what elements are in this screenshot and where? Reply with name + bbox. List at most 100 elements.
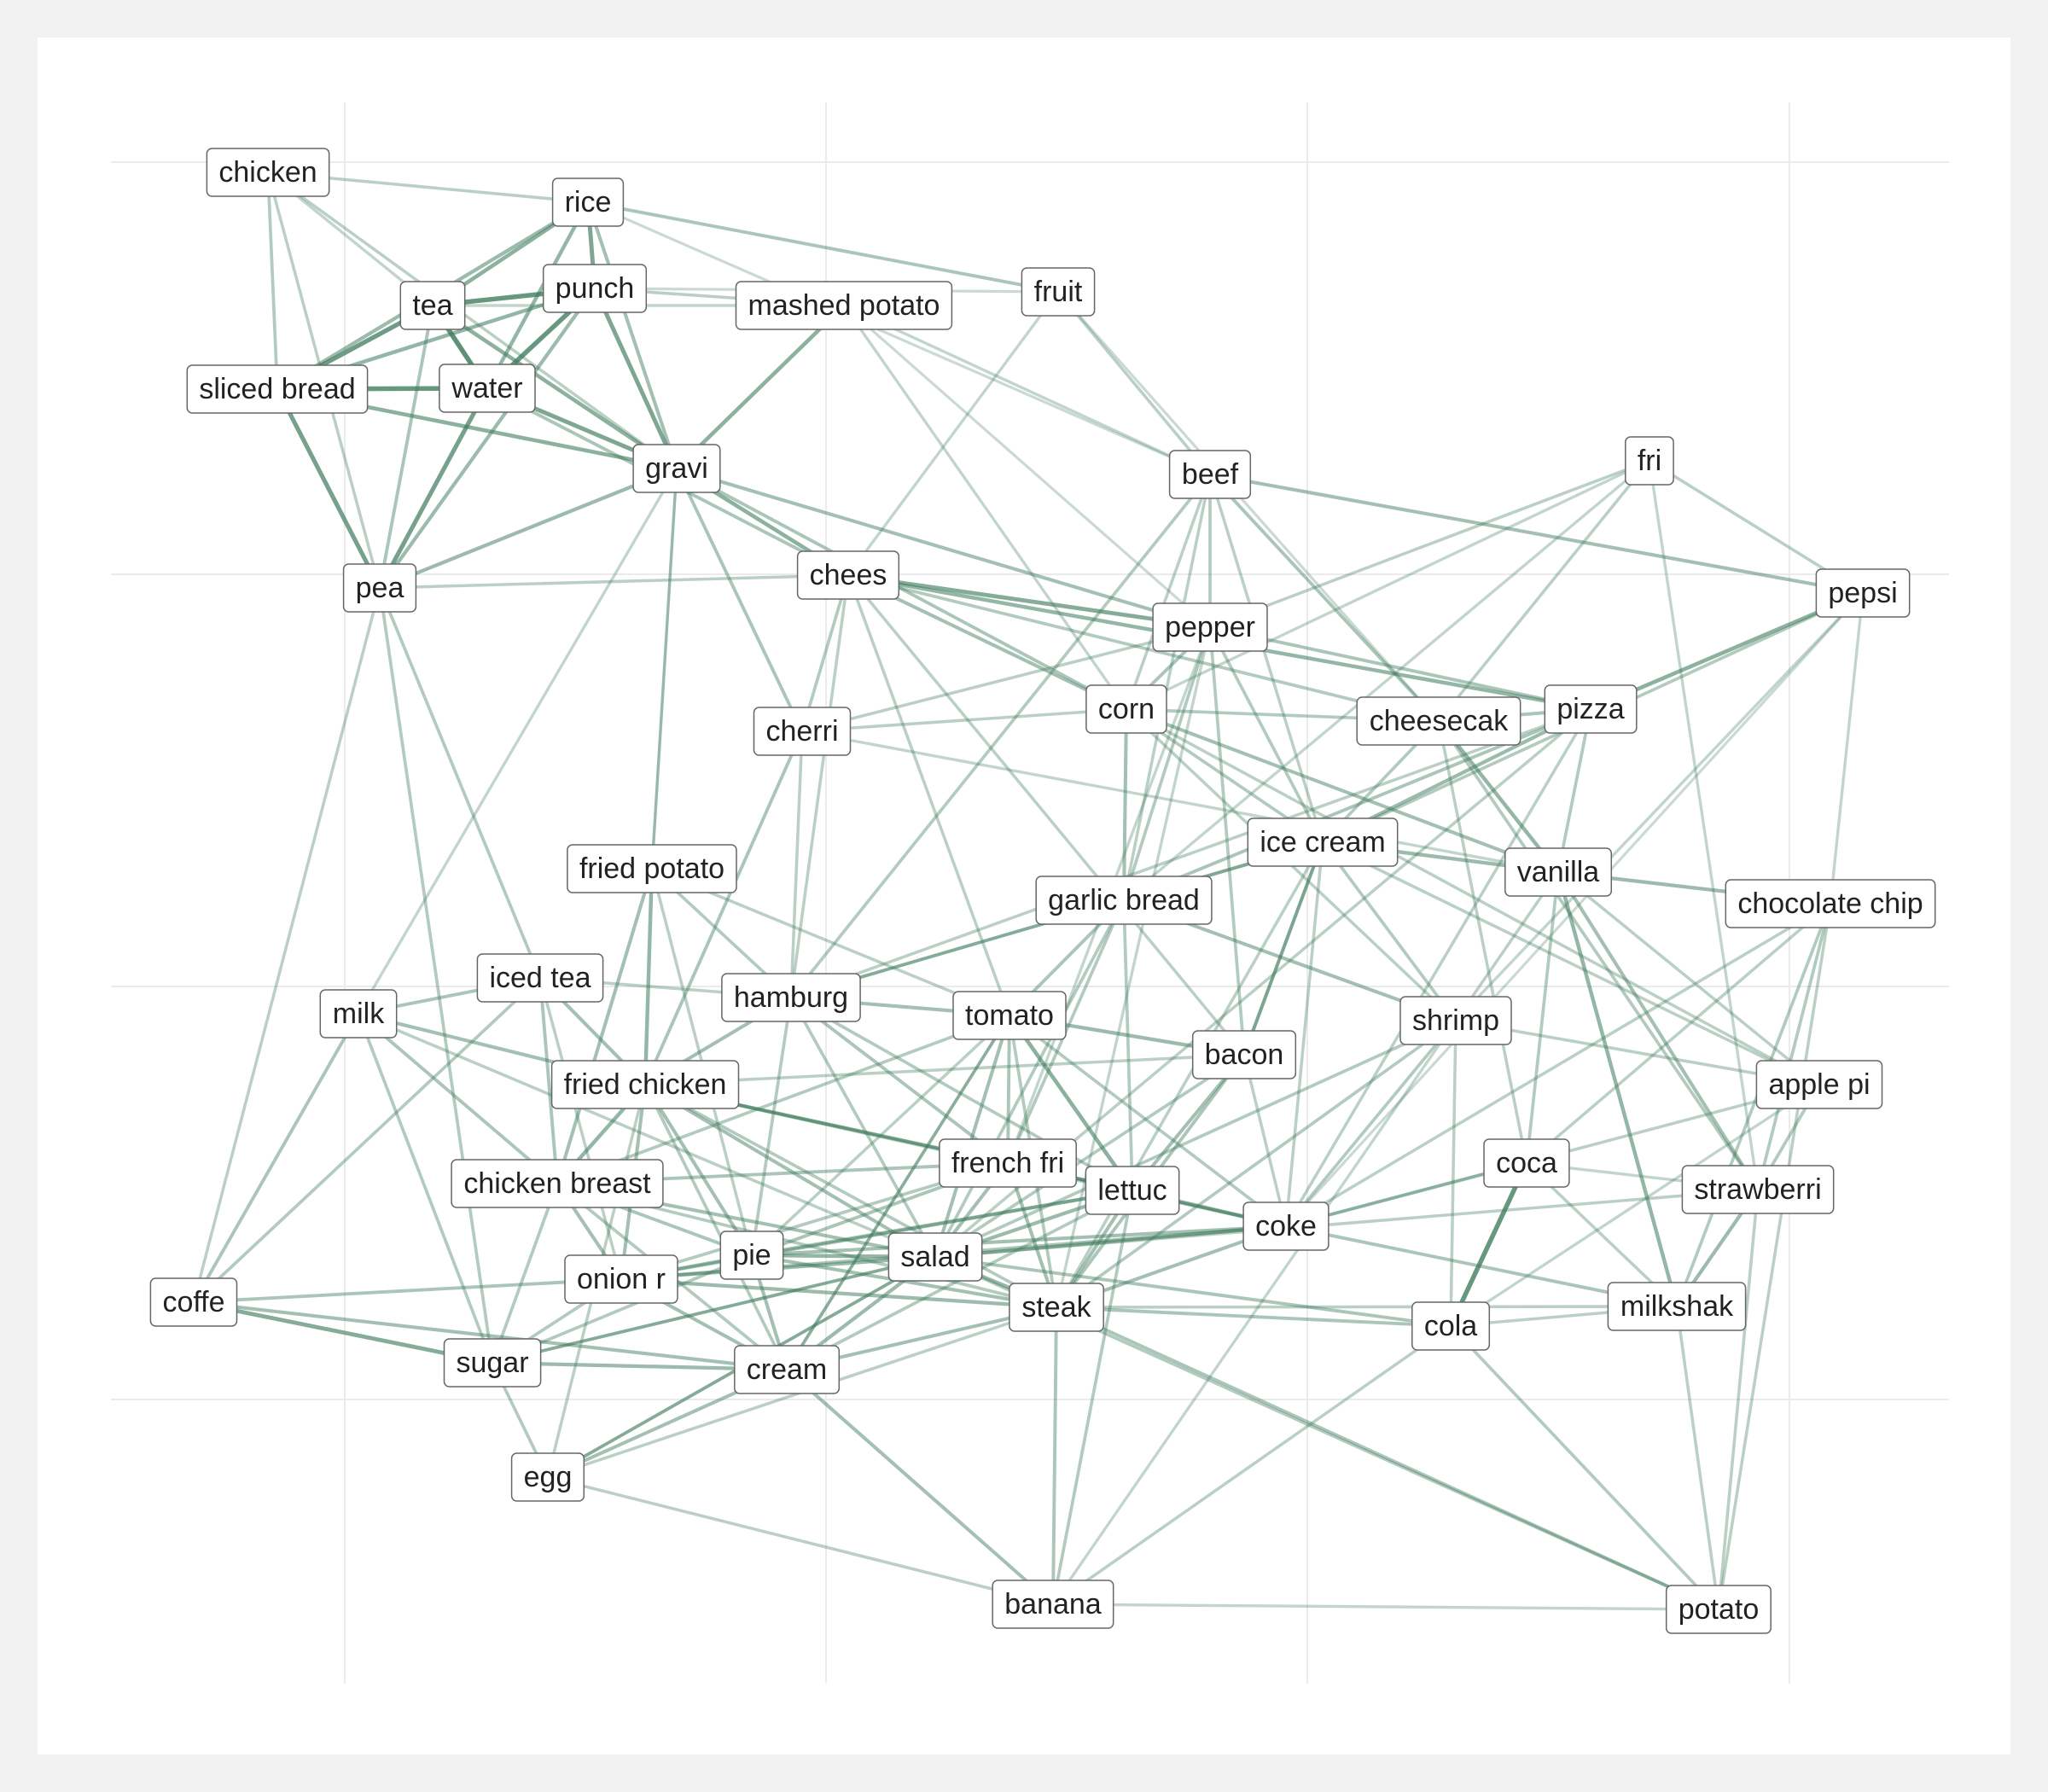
edge	[1449, 1324, 1720, 1611]
node-corn: corn	[1085, 684, 1167, 734]
edge	[789, 573, 850, 999]
edge	[1284, 707, 1592, 1228]
edge	[749, 1188, 1135, 1258]
node-box	[1085, 684, 1167, 734]
edge	[1242, 840, 1325, 1057]
node-fri: fri	[1625, 436, 1674, 486]
node-punch: punch	[542, 264, 648, 313]
node-box	[1411, 1301, 1491, 1351]
edge	[1448, 1161, 1529, 1329]
edge	[378, 573, 850, 590]
node-ice-cream: ice cream	[1247, 817, 1399, 867]
node-label: water	[451, 372, 522, 404]
node-label: gravi	[645, 452, 708, 485]
node-box	[1665, 1585, 1772, 1634]
edge	[1675, 902, 1832, 1308]
node-box	[564, 1254, 678, 1304]
edge	[1125, 473, 1212, 711]
node-tea: tea	[399, 281, 466, 330]
node-label: potato	[1679, 1593, 1760, 1626]
node-label: bacon	[1205, 1039, 1284, 1071]
node-box	[734, 1345, 841, 1394]
edge	[586, 201, 1060, 294]
node-label: ice cream	[1260, 826, 1385, 858]
node-box	[1035, 876, 1213, 925]
node-cola: cola	[1411, 1301, 1491, 1351]
edge	[1051, 1603, 1720, 1611]
grid-lines	[111, 102, 1949, 1684]
edge	[934, 1019, 1457, 1259]
node-box	[1607, 1282, 1747, 1331]
edge	[1208, 473, 1440, 723]
node-label: rice	[565, 186, 612, 218]
edge	[1437, 719, 1528, 1165]
node-label: coffe	[162, 1286, 224, 1318]
edge	[357, 1012, 937, 1259]
edge	[643, 866, 655, 1087]
node-box	[1152, 602, 1268, 652]
edge	[192, 1277, 623, 1304]
node-box	[1725, 879, 1936, 928]
node-coke: coke	[1242, 1201, 1329, 1251]
node-box	[1247, 817, 1399, 867]
edge	[847, 573, 1440, 723]
edge	[847, 573, 1246, 1056]
node-label: milkshak	[1620, 1290, 1734, 1323]
node-box	[1168, 450, 1252, 499]
node-mashed-potato: mashed potato	[735, 281, 953, 330]
edge	[1208, 625, 1324, 844]
edge	[555, 866, 655, 1186]
edge	[1051, 1189, 1134, 1606]
edge	[933, 1224, 1289, 1260]
node-box	[1483, 1138, 1570, 1188]
edge	[847, 573, 1011, 1017]
node-box	[1815, 568, 1911, 618]
edge	[1829, 591, 1865, 905]
node-salad: salad	[887, 1232, 983, 1282]
node-box	[1191, 1030, 1297, 1079]
edge	[1207, 472, 1865, 596]
edge	[675, 467, 804, 733]
node-box	[1755, 1060, 1883, 1109]
edge	[785, 1014, 1011, 1371]
node-milkshak: milkshak	[1607, 1282, 1747, 1331]
node-box	[1544, 684, 1638, 734]
edge	[357, 1012, 559, 1185]
node-label: cola	[1424, 1310, 1477, 1342]
node-milk: milk	[319, 989, 398, 1039]
edge	[1055, 625, 1212, 1309]
edge	[266, 171, 279, 391]
edge	[1122, 899, 1134, 1192]
node-label: french fri	[951, 1147, 1064, 1179]
node-box	[1625, 436, 1674, 486]
edge	[674, 466, 1213, 630]
node-label: hamburg	[734, 981, 848, 1014]
edge	[643, 730, 804, 1086]
node-label: apple pi	[1768, 1068, 1870, 1101]
node-label: iced tea	[489, 962, 591, 994]
edge	[1006, 1014, 1011, 1165]
node-label: cherri	[765, 715, 838, 748]
node-label: beef	[1182, 458, 1239, 491]
node-label: shrimp	[1412, 1004, 1499, 1037]
edge	[800, 730, 1560, 874]
node-box	[1399, 996, 1512, 1045]
edge	[1121, 707, 1129, 903]
node-box	[721, 973, 861, 1022]
node-box	[753, 707, 852, 756]
node-label: pea	[356, 572, 404, 604]
edge	[1437, 459, 1651, 723]
node-box	[1085, 1166, 1180, 1215]
edge	[1055, 1019, 1457, 1309]
edge	[643, 1083, 788, 1371]
node-iced-tea: iced tea	[476, 953, 604, 1003]
node-pepper: pepper	[1152, 602, 1268, 652]
edge	[1051, 1019, 1457, 1606]
edge	[643, 1053, 1246, 1086]
node-label: coke	[1255, 1210, 1317, 1242]
edge	[643, 1082, 938, 1260]
edge	[357, 467, 678, 1015]
node-box	[443, 1338, 542, 1388]
edge	[933, 1013, 1012, 1260]
